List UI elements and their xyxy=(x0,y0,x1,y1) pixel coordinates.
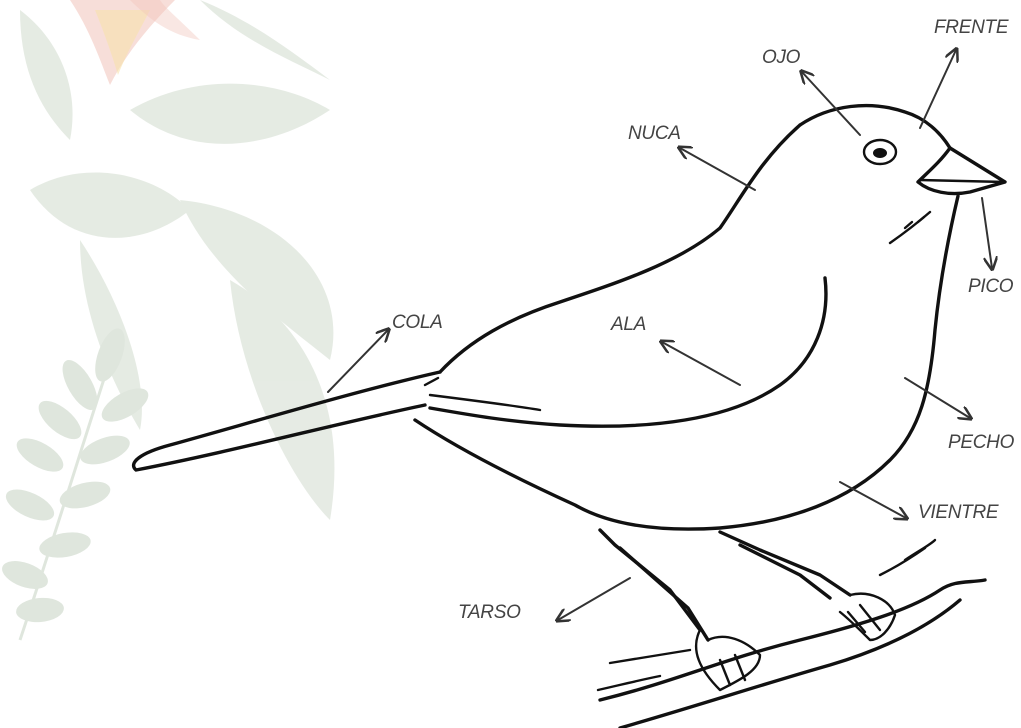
label-nuca: NUCA xyxy=(628,123,681,144)
label-pecho: PECHO xyxy=(948,432,1015,453)
arrow-frente xyxy=(920,50,956,128)
part-labels: FRENTE OJO NUCA PICO COLA ALA PECHO VIEN… xyxy=(392,17,1015,623)
arrow-vientre xyxy=(840,482,906,518)
flower-illustration xyxy=(70,0,200,85)
label-vientre: VIENTRE xyxy=(918,502,999,523)
branch xyxy=(598,540,985,728)
arrow-pecho xyxy=(905,378,970,418)
arrow-ojo xyxy=(802,72,860,135)
label-ala: ALA xyxy=(610,314,646,335)
arrow-pico xyxy=(982,198,992,268)
arrow-cola xyxy=(328,330,388,392)
label-pico: PICO xyxy=(968,276,1014,297)
label-frente: FRENTE xyxy=(934,17,1009,38)
arrow-ala xyxy=(662,342,740,385)
label-tarso: TARSO xyxy=(458,602,521,623)
label-ojo: OJO xyxy=(762,47,801,68)
arrow-nuca xyxy=(680,148,755,190)
arrow-tarso xyxy=(558,578,630,620)
label-cola: COLA xyxy=(392,312,443,333)
background-foliage xyxy=(0,0,334,640)
